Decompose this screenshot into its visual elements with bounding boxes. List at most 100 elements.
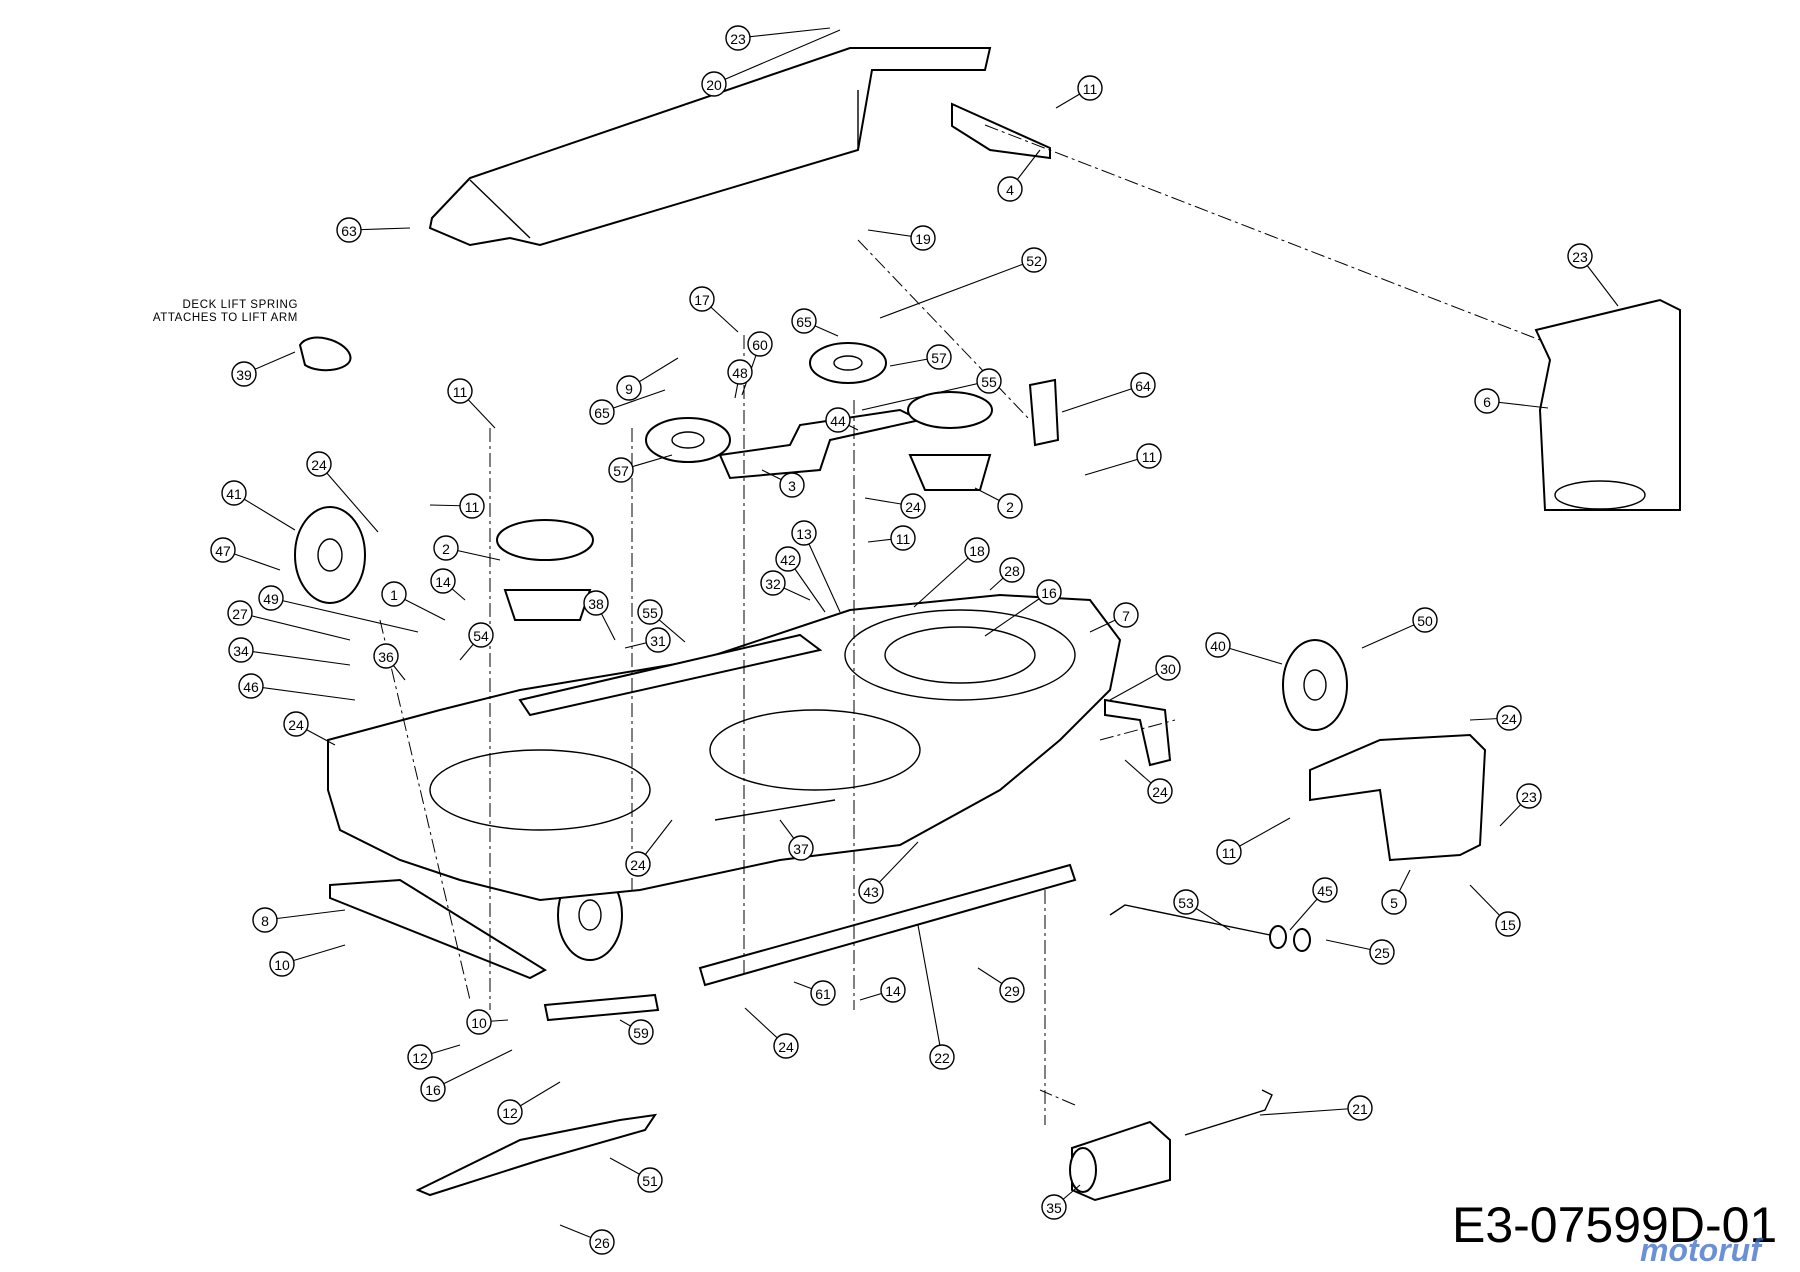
callout-65: 65 [791, 308, 839, 337]
leader-line [713, 29, 841, 85]
callout-30: 30 [1109, 655, 1181, 701]
callout-number: 14 [435, 574, 451, 590]
deck-bracket-part [1104, 698, 1172, 767]
callout-number: 23 [730, 31, 746, 47]
callout-26: 26 [559, 1224, 615, 1255]
callout-number: 31 [650, 633, 666, 649]
callout-49: 49 [258, 585, 419, 633]
callout-number: 65 [796, 314, 812, 330]
callout-64: 64 [1061, 372, 1156, 413]
callout-number: 13 [796, 526, 812, 542]
baffle-part [543, 993, 660, 1022]
callout-8: 8 [252, 907, 346, 933]
callout-32: 32 [760, 570, 811, 601]
leader-line [318, 463, 379, 533]
callout-number: 24 [311, 457, 327, 473]
rear-baffle-part [698, 863, 1077, 987]
callout-number: 11 [1142, 449, 1157, 465]
callout-circle [625, 851, 651, 877]
note-line-1: DECK LIFT SPRING [182, 299, 298, 311]
leader-line [861, 380, 990, 411]
callout-25: 25 [1325, 939, 1395, 965]
callout-20: 20 [701, 29, 841, 97]
leader-line [737, 27, 831, 39]
callout-circle [238, 673, 264, 699]
callout-11: 11 [867, 525, 916, 551]
callout-17: 17 [689, 286, 739, 333]
callout-circle [1495, 911, 1521, 937]
callout-number: 26 [594, 1235, 610, 1251]
callout-24: 24 [625, 819, 673, 877]
callout-circle [701, 71, 727, 97]
callout-circle [210, 537, 236, 563]
callout-57: 57 [889, 344, 952, 370]
callout-circle [637, 599, 663, 625]
deck-spring-part [714, 799, 836, 821]
callout-21: 21 [1259, 1095, 1373, 1121]
callout-9: 9 [616, 357, 679, 401]
wheel-part [294, 506, 366, 604]
callout-36: 36 [373, 643, 406, 681]
callout-37: 37 [779, 819, 814, 861]
callout-circle [926, 344, 952, 370]
callout-number: 29 [1004, 983, 1020, 999]
callout-circle [1113, 602, 1139, 628]
callout-35: 35 [1041, 1184, 1081, 1220]
callout-circle [628, 1019, 654, 1045]
callout-24: 24 [744, 1007, 799, 1059]
callout-number: 11 [453, 384, 468, 400]
callout-11: 11 [1084, 443, 1162, 476]
callout-circle [1216, 839, 1242, 865]
callout-circle [373, 643, 399, 669]
callout-59: 59 [619, 1019, 654, 1045]
deck-lift-spring-part [298, 336, 352, 372]
callout-41: 41 [221, 480, 296, 531]
plate-part [1028, 378, 1060, 447]
callout-circle [747, 331, 773, 357]
callout-circle [976, 368, 1002, 394]
callout-11: 11 [429, 493, 485, 519]
callout-circle [788, 835, 814, 861]
callout-circle [689, 286, 715, 312]
callout-11: 11 [1055, 75, 1103, 109]
callout-circle [616, 375, 642, 401]
leader-line [913, 549, 978, 608]
callout-10: 10 [466, 1009, 509, 1035]
leader-line [803, 532, 841, 613]
callout-28: 28 [989, 557, 1025, 591]
callout-number: 39 [236, 367, 252, 383]
callout-3: 3 [761, 469, 805, 498]
callout-23: 23 [1567, 243, 1619, 307]
callout-circle [880, 977, 906, 1003]
callout-circle [381, 581, 407, 607]
callout-7: 7 [1089, 602, 1139, 633]
callout-circle [637, 1167, 663, 1193]
callout-number: 46 [243, 679, 259, 695]
callout-number: 60 [752, 337, 768, 353]
callout-number: 23 [1521, 789, 1537, 805]
callout-number: 64 [1135, 378, 1151, 394]
callout-number: 24 [905, 499, 921, 515]
callout-number: 55 [642, 605, 658, 621]
callout-circle [929, 1044, 955, 1070]
callout-circle [497, 1099, 523, 1125]
callout-circle [773, 1033, 799, 1059]
callout-number: 25 [1374, 945, 1390, 961]
callout-circle [1312, 877, 1338, 903]
callout-circle [306, 451, 332, 477]
front-baffle-part [329, 878, 548, 980]
callout-circle [645, 627, 671, 653]
callout-45: 45 [1289, 877, 1338, 931]
callout-55: 55 [861, 368, 1002, 411]
axle-part [1184, 1089, 1273, 1136]
callout-number: 18 [969, 543, 985, 559]
callout-43: 43 [858, 841, 919, 904]
callout-18: 18 [913, 537, 990, 608]
callout-circle [964, 537, 990, 563]
callout-circle [228, 637, 254, 663]
callout-circle [727, 359, 753, 385]
callout-number: 63 [341, 223, 357, 239]
callout-number: 5 [1390, 895, 1398, 911]
callout-4: 4 [997, 149, 1041, 202]
leader-line [432, 1049, 513, 1090]
